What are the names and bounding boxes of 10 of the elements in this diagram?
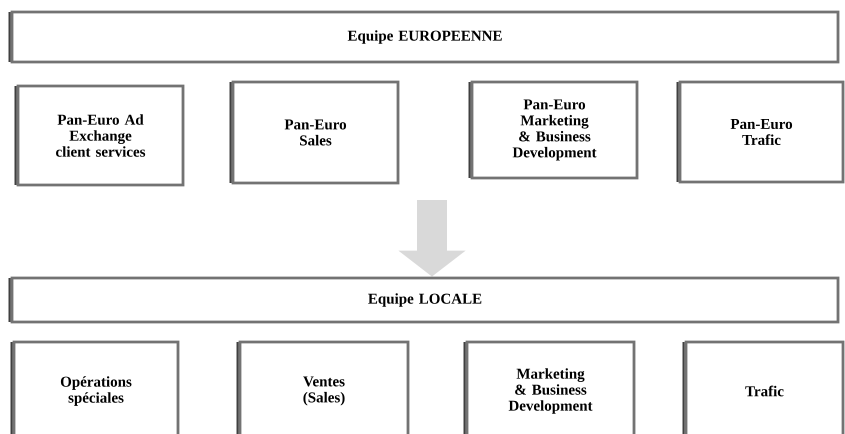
team-box: Pan-Euro Sales — [232, 80, 400, 184]
team-box: Pan-Euro Ad Exchange client services — [16, 84, 184, 186]
team-header-box: Equipe EUROPEENNE — [10, 10, 840, 64]
team-box: Pan-Euro Trafic — [678, 80, 844, 184]
team-box: Marketing & Business Development — [466, 340, 636, 434]
team-box: Trafic — [684, 340, 844, 434]
team-box: Ventes (Sales) — [238, 340, 410, 434]
team-header-box: Equipe LOCALE — [10, 276, 840, 324]
team-box: Pan-Euro Marketing & Business Development — [470, 80, 638, 180]
team-box: Opérations spéciales — [12, 340, 180, 434]
